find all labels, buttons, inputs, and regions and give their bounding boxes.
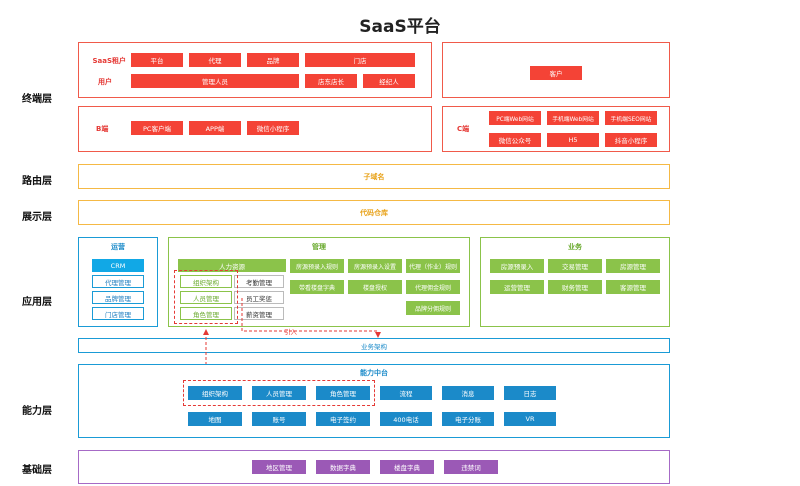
biz-finance-mgmt-chip: 财务管理 bbox=[548, 280, 602, 294]
tenant-platform-chip: 平台 bbox=[131, 53, 183, 67]
page-title: SaaS平台 bbox=[359, 17, 441, 37]
ops-agent-mgmt-chip: 代理管理 bbox=[92, 275, 144, 288]
b-pc-client-chip: PC客户端 bbox=[131, 121, 183, 135]
hr-org-structure-chip: 组织架构 bbox=[180, 275, 232, 288]
rule-precheck-chip: 房源预录入规则 bbox=[290, 259, 344, 273]
saas-tenant-label: SaaS租户 bbox=[92, 57, 126, 65]
hr-personnel-mgmt-chip: 人员管理 bbox=[180, 291, 232, 304]
ops-crm-chip: CRM bbox=[92, 259, 144, 272]
biz-listing-mgmt-chip: 房源管理 bbox=[606, 259, 660, 273]
management-title: 管理 bbox=[312, 243, 326, 251]
cap-vr-chip: VR bbox=[504, 412, 556, 426]
c-end-label: C端 bbox=[457, 125, 470, 133]
hr-chip: 人力资源 bbox=[178, 259, 286, 272]
cap-personnel-mgmt-chip: 人员管理 bbox=[252, 386, 306, 400]
rule-agent-commission-chip: 代理佣金规则 bbox=[406, 280, 460, 294]
c-wechat-official-chip: 微信公众号 bbox=[489, 133, 541, 147]
rule-estate-authorization-chip: 楼盘授权 bbox=[348, 280, 402, 294]
customer-chip: 客户 bbox=[530, 66, 582, 80]
user-broker-chip: 经纪人 bbox=[363, 74, 415, 88]
c-mobile-web-chip: 手机端Web网站 bbox=[547, 111, 599, 125]
cap-role-mgmt-chip: 角色管理 bbox=[316, 386, 370, 400]
ops-store-mgmt-chip: 门店管理 bbox=[92, 307, 144, 320]
cap-workflow-chip: 流程 bbox=[380, 386, 432, 400]
tenant-user-panel bbox=[78, 42, 432, 98]
import-label: 引入 bbox=[284, 328, 297, 336]
hr-dashed-highlight bbox=[174, 270, 238, 324]
rule-brand-commission-chip: 品牌分佣规则 bbox=[406, 301, 460, 315]
user-store-owner-chip: 店东店长 bbox=[305, 74, 357, 88]
code-repository-label: 代码仓库 bbox=[360, 209, 388, 217]
business-architecture-bar bbox=[78, 338, 670, 353]
cap-account-chip: 账号 bbox=[252, 412, 306, 426]
hr-reward-punish-chip: 员工奖惩 bbox=[234, 291, 284, 304]
ops-brand-mgmt-chip: 品牌管理 bbox=[92, 291, 144, 304]
base-estate-dictionary-chip: 楼盘字典 bbox=[380, 460, 434, 474]
hr-attendance-chip: 考勤管理 bbox=[234, 275, 284, 288]
rule-precheck-setting-chip: 房源预录入设置 bbox=[348, 259, 402, 273]
cap-message-chip: 消息 bbox=[442, 386, 494, 400]
operations-title: 运营 bbox=[111, 243, 125, 251]
b-app-chip: APP端 bbox=[189, 121, 241, 135]
cap-esplit-chip: 电子分账 bbox=[442, 412, 494, 426]
c-mobile-seo-chip: 手机端SEO网站 bbox=[605, 111, 657, 125]
routing-panel bbox=[78, 164, 670, 189]
cap-org-structure-chip: 组织架构 bbox=[188, 386, 242, 400]
b-wechat-miniprogram-chip: 微信小程序 bbox=[247, 121, 299, 135]
biz-transaction-mgmt-chip: 交易管理 bbox=[548, 259, 602, 273]
c-pc-web-chip: PC端Web网站 bbox=[489, 111, 541, 125]
layer-label-routing: 路由层 bbox=[22, 176, 52, 187]
subdomain-label: 子域名 bbox=[363, 173, 385, 181]
hr-role-mgmt-chip: 角色管理 bbox=[180, 307, 232, 320]
user-manager-chip: 管理人员 bbox=[131, 74, 299, 88]
user-label: 用户 bbox=[98, 78, 112, 86]
rule-agent-work-chip: 代理（作业）规则 bbox=[406, 259, 460, 273]
biz-listing-precheck-chip: 房源预录入 bbox=[490, 259, 544, 273]
biz-operations-mgmt-chip: 运营管理 bbox=[490, 280, 544, 294]
layer-label-base: 基础层 bbox=[22, 465, 52, 476]
base-panel bbox=[78, 450, 670, 484]
business-architecture-label: 业务架构 bbox=[361, 343, 387, 351]
display-panel bbox=[78, 200, 670, 225]
rule-estate-dictionary-chip: 带看楼盘字典 bbox=[290, 280, 344, 294]
base-region-mgmt-chip: 地区管理 bbox=[252, 460, 306, 474]
layer-label-capability: 能力层 bbox=[22, 406, 52, 417]
tenant-agent-chip: 代理 bbox=[189, 53, 241, 67]
hr-salary-chip: 薪资管理 bbox=[234, 307, 284, 320]
cap-log-chip: 日志 bbox=[504, 386, 556, 400]
layer-label-terminal: 终端层 bbox=[22, 94, 52, 105]
c-douyin-miniprogram-chip: 抖音小程序 bbox=[605, 133, 657, 147]
import-arrow-to-mgmt bbox=[241, 298, 381, 338]
b-end-label: B端 bbox=[96, 125, 109, 133]
biz-client-mgmt-chip: 客源管理 bbox=[606, 280, 660, 294]
cap-esign-chip: 电子签约 bbox=[316, 412, 370, 426]
tenant-brand-chip: 品牌 bbox=[247, 53, 299, 67]
tenant-store-chip: 门店 bbox=[305, 53, 415, 67]
cap-map-chip: 地图 bbox=[188, 412, 242, 426]
capability-dashed-highlight bbox=[183, 380, 375, 406]
base-data-dictionary-chip: 数据字典 bbox=[316, 460, 370, 474]
capability-title: 能力中台 bbox=[360, 369, 388, 377]
cap-400-phone-chip: 400电话 bbox=[380, 412, 432, 426]
c-h5-chip: H5 bbox=[547, 133, 599, 147]
business-title: 业务 bbox=[568, 243, 582, 251]
layer-label-display: 展示层 bbox=[22, 212, 52, 223]
base-banned-words-chip: 违禁词 bbox=[444, 460, 498, 474]
layer-label-application: 应用层 bbox=[22, 297, 52, 308]
